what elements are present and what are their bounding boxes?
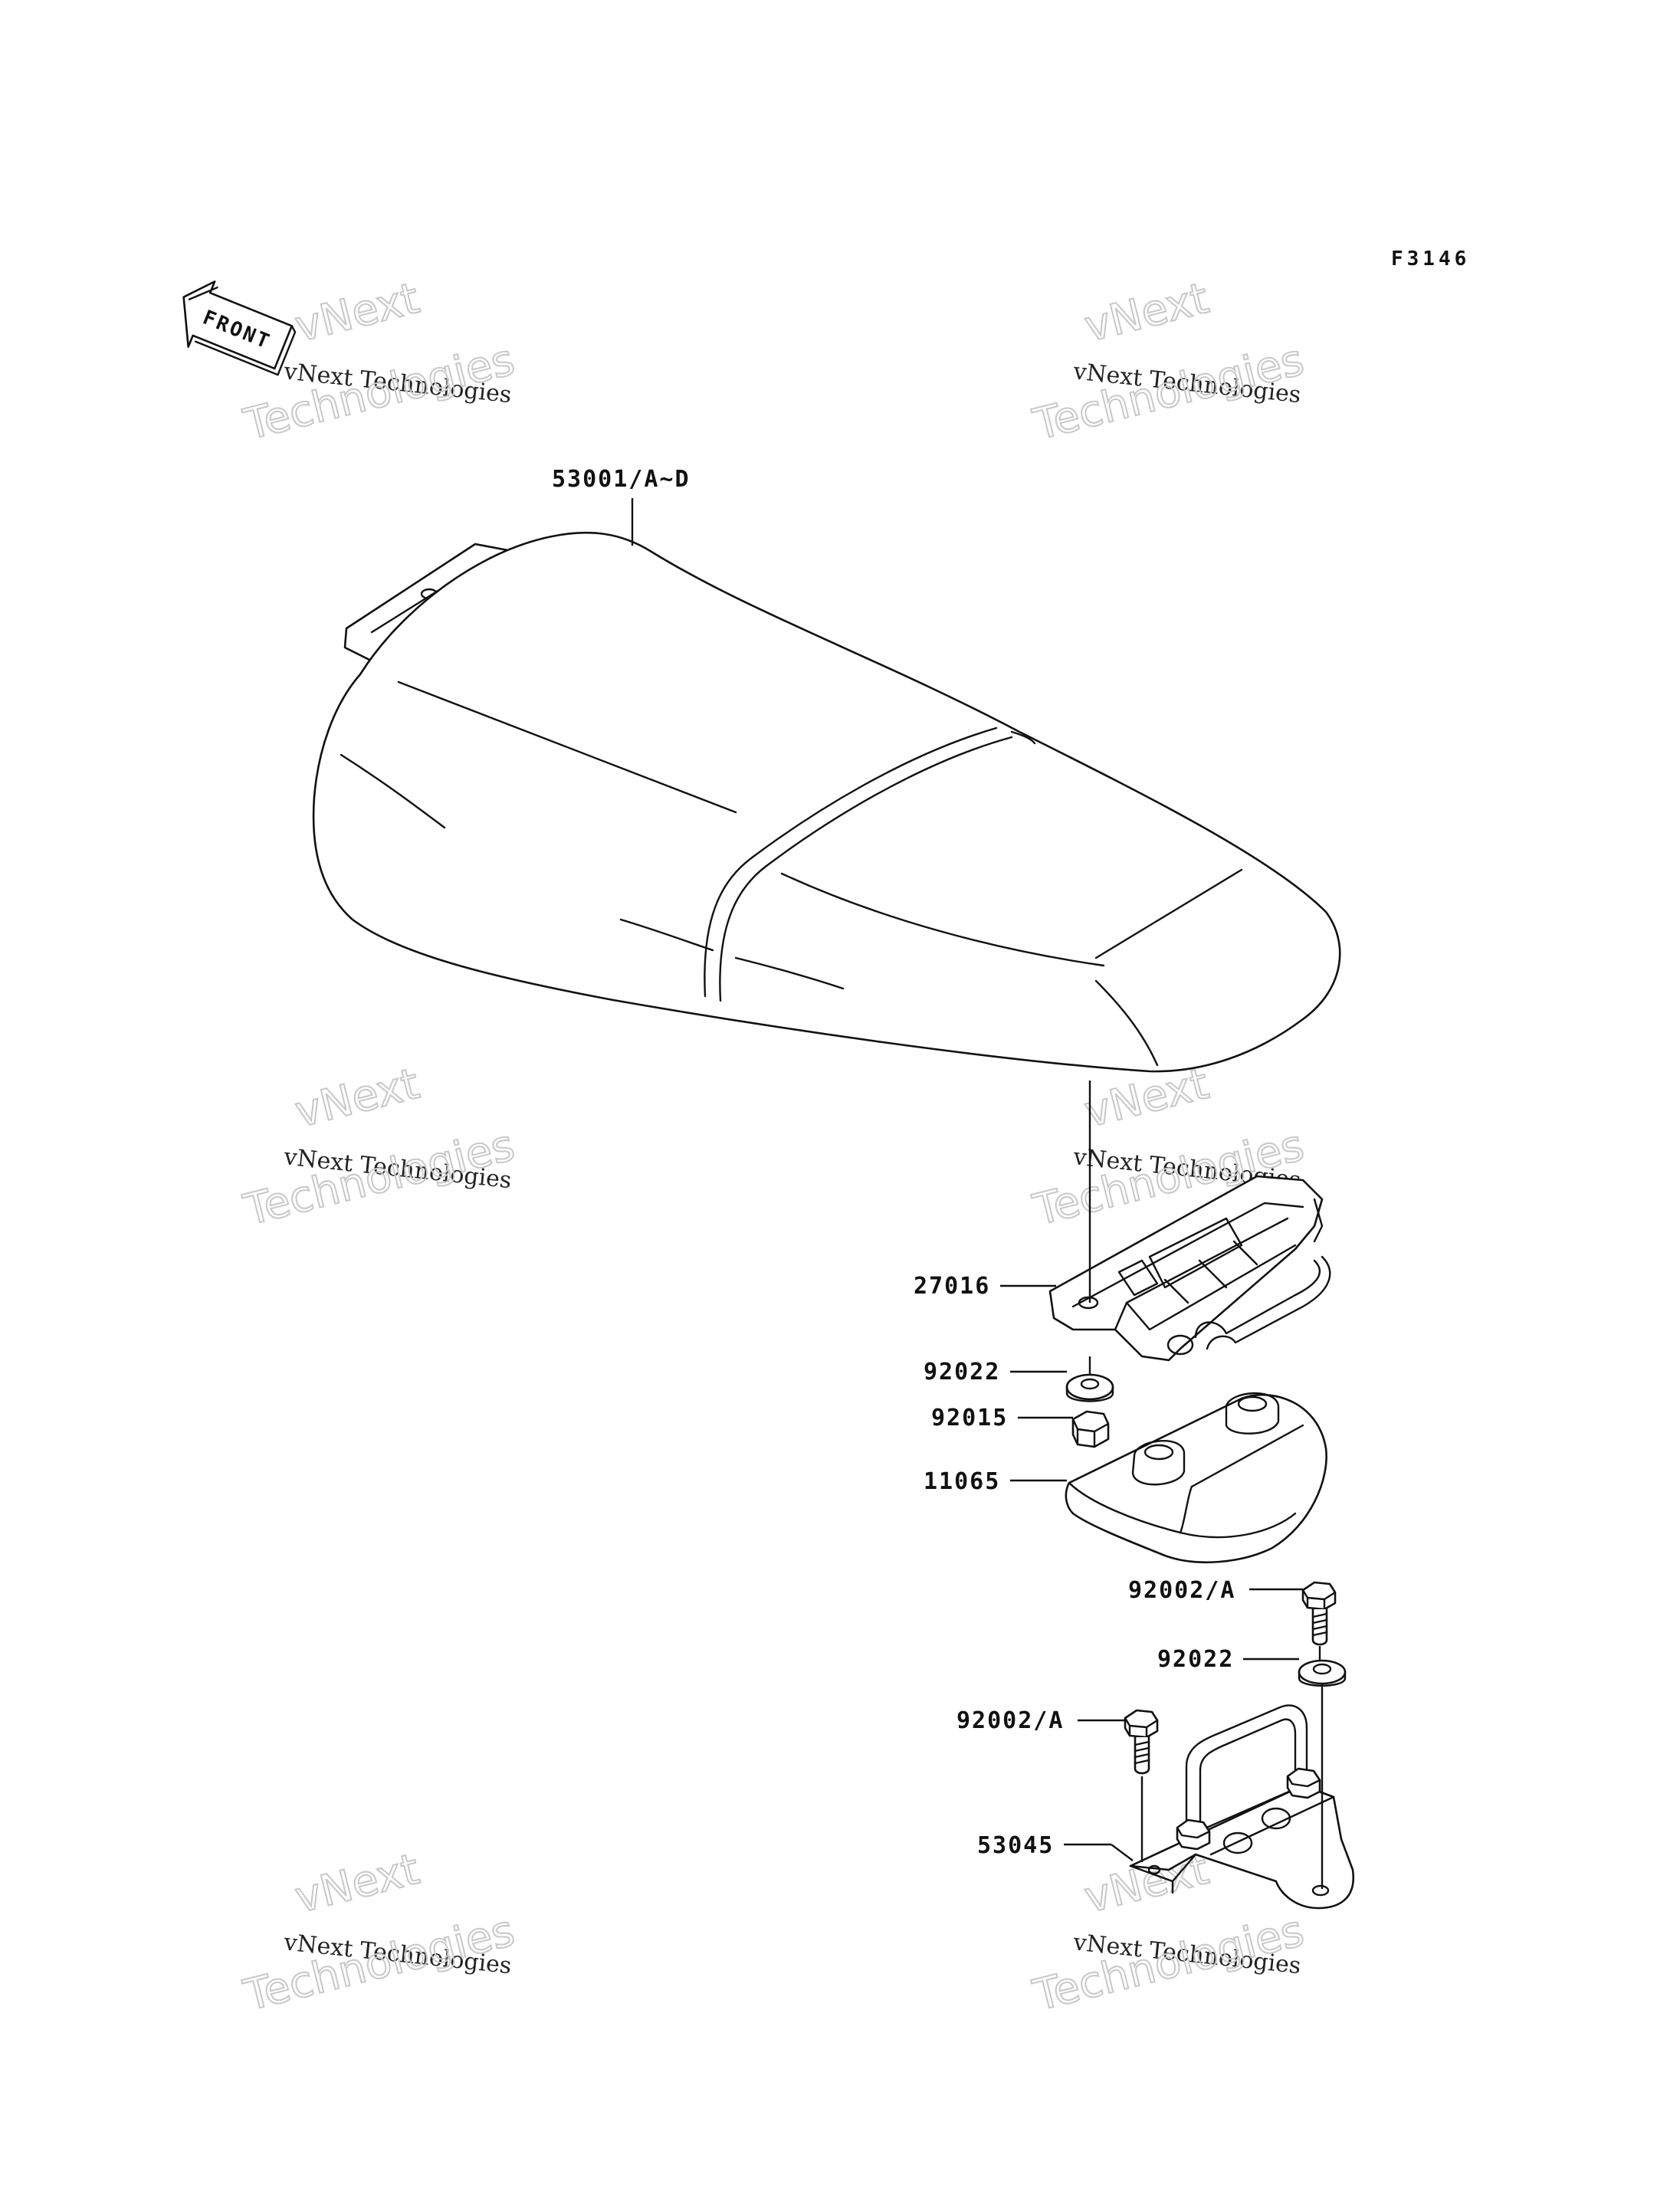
callout-label: 92022 [1157, 1646, 1234, 1673]
callout-label: 92002/A [956, 1707, 1064, 1734]
callout-label: 53045 [977, 1832, 1054, 1859]
washer-upper-part [1065, 1373, 1114, 1402]
callout-cover: 11065 [924, 1468, 1067, 1495]
callout-nut: 92015 [931, 1405, 1073, 1431]
bolt-left-part [1124, 1709, 1159, 1775]
watermark-word-bottom: Technologies [239, 1120, 520, 1235]
callout-label: 92022 [924, 1359, 1000, 1385]
callout-bracket: 53045 [977, 1832, 1134, 1861]
assembly-lines [1088, 1080, 1324, 1889]
callout-label: 27016 [914, 1273, 990, 1300]
watermark-top-right: vNext vNext Technologies Technologies [1028, 273, 1310, 451]
watermark-word-bottom: Technologies [1029, 1906, 1309, 2021]
washer-lower-part [1298, 1659, 1347, 1687]
figure-id: F3146 [1391, 248, 1470, 271]
watermark-bottom-left: vNext vNext Technologies Technologies [238, 1844, 520, 2022]
watermark-middle-left: vNext vNext Technologies Technologies [238, 1058, 520, 1237]
seat-part [312, 531, 1341, 1073]
callout-label: 53001/A~D [552, 466, 691, 493]
watermark-word-bottom: Technologies [239, 1906, 520, 2021]
callout-bolt-left: 92002/A [956, 1707, 1125, 1734]
bolt-right-part [1301, 1581, 1337, 1646]
watermark-word-top: vNext [290, 1844, 424, 1923]
watermark-word-top: vNext [1080, 274, 1213, 353]
cover-part [1065, 1392, 1327, 1564]
callout-washer-lower: 92022 [1157, 1646, 1299, 1673]
bracket-part [1129, 1704, 1355, 1910]
watermark-word-top: vNext [290, 1059, 424, 1138]
watermark-word-top: vNext [290, 274, 424, 353]
callout-label: 92002/A [1128, 1577, 1235, 1604]
nut-part [1071, 1410, 1110, 1448]
callout-bolt-right: 92002/A [1128, 1577, 1303, 1604]
seat-lock-part [1048, 1175, 1331, 1362]
callout-seat: 53001/A~D [552, 466, 691, 546]
watermark-top-left: vNext vNext Technologies Technologies [238, 273, 520, 451]
callout-label: 11065 [924, 1468, 1000, 1495]
front-arrow-icon: FRONT [182, 280, 297, 376]
callout-seat-lock: 27016 [914, 1273, 1056, 1300]
watermark-word-bottom: Technologies [1029, 335, 1309, 450]
callout-washer-upper: 92022 [924, 1359, 1067, 1385]
callout-label: 92015 [931, 1405, 1008, 1431]
